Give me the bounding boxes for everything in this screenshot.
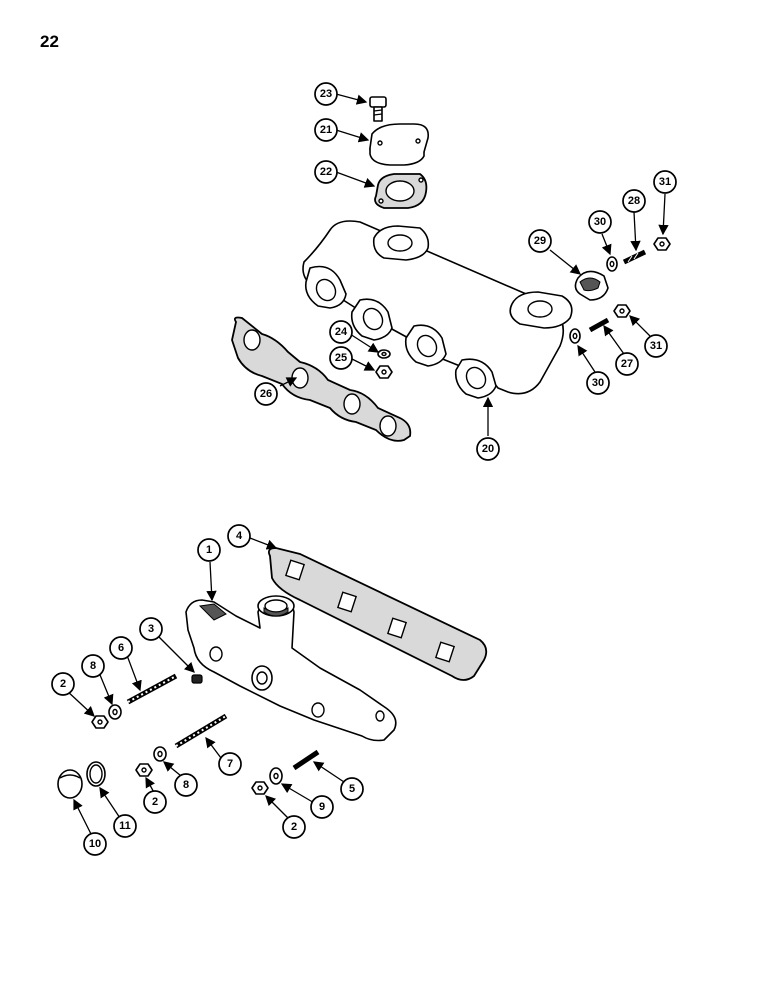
svg-text:29: 29 — [534, 235, 546, 247]
svg-text:27: 27 — [621, 358, 633, 370]
callout-20: 20 — [476, 437, 500, 461]
page-number: 22 — [40, 32, 59, 51]
svg-text:22: 22 — [320, 166, 332, 178]
svg-text:2: 2 — [152, 796, 158, 808]
svg-text:20: 20 — [482, 443, 494, 455]
callout-10: 10 — [83, 832, 107, 856]
callout-4: 4 — [227, 524, 251, 548]
ring-part-11 — [86, 761, 106, 787]
cap-part-10 — [57, 769, 83, 799]
nut-part-2-right — [251, 781, 269, 795]
svg-text:23: 23 — [320, 88, 332, 100]
callout-2-center: 2 — [143, 790, 167, 814]
svg-text:5: 5 — [349, 783, 355, 795]
washer-part-8-left — [108, 704, 122, 720]
callout-9: 9 — [310, 795, 334, 819]
flange-gasket-part-22 — [374, 173, 428, 209]
svg-text:9: 9 — [319, 801, 325, 813]
callout-22: 22 — [314, 160, 338, 184]
callout-2-left: 2 — [51, 672, 75, 696]
plug-part-3 — [191, 674, 203, 684]
stud-part-28 — [622, 249, 647, 265]
nut-part-31-upper — [653, 237, 671, 251]
exhaust-manifold-part-20 — [302, 220, 573, 399]
svg-text:3: 3 — [148, 623, 154, 635]
stud-part-7 — [174, 713, 228, 749]
svg-text:25: 25 — [335, 352, 347, 364]
callout-7: 7 — [218, 752, 242, 776]
callout-29: 29 — [528, 229, 552, 253]
callout-2-right: 2 — [282, 815, 306, 839]
callout-6: 6 — [109, 636, 133, 660]
svg-text:6: 6 — [118, 642, 124, 654]
svg-text:11: 11 — [119, 820, 131, 832]
callout-25: 25 — [329, 346, 353, 370]
nut-part-2-center — [135, 763, 153, 777]
manifold-gasket-part-4 — [267, 547, 488, 681]
callout-5: 5 — [340, 777, 364, 801]
svg-text:24: 24 — [335, 326, 348, 338]
svg-text:26: 26 — [260, 388, 272, 400]
svg-text:2: 2 — [291, 821, 297, 833]
callout-26: 26 — [254, 382, 278, 406]
bolt-part-23 — [369, 96, 387, 122]
callout-3: 3 — [139, 617, 163, 641]
svg-text:21: 21 — [320, 124, 332, 136]
callout-21: 21 — [314, 118, 338, 142]
washer-part-8-center — [153, 746, 167, 762]
callout-30-upper: 30 — [588, 210, 612, 234]
svg-text:7: 7 — [227, 758, 233, 770]
washer-part-30-lower — [569, 328, 581, 344]
washer-part-30-upper — [606, 256, 618, 272]
cover-plate-part-21 — [369, 123, 430, 166]
callout-24: 24 — [329, 320, 353, 344]
svg-text:8: 8 — [183, 779, 189, 791]
svg-text:1: 1 — [206, 544, 212, 556]
svg-text:10: 10 — [89, 838, 101, 850]
stud-part-6 — [126, 673, 178, 705]
svg-text:31: 31 — [650, 340, 662, 352]
callout-11: 11 — [113, 814, 137, 838]
nut-part-2-left — [91, 715, 109, 729]
plate-part-29 — [574, 270, 609, 301]
callout-8-center: 8 — [174, 773, 198, 797]
svg-text:4: 4 — [236, 530, 243, 542]
stud-part-27 — [588, 317, 610, 333]
callout-31-upper: 31 — [653, 170, 677, 194]
washer-part-24 — [377, 349, 391, 359]
svg-text:2: 2 — [60, 678, 66, 690]
intake-manifold-part-1 — [185, 595, 397, 742]
nut-part-25 — [375, 365, 393, 379]
svg-text:8: 8 — [90, 660, 96, 672]
svg-text:30: 30 — [592, 377, 604, 389]
callout-27: 27 — [615, 352, 639, 376]
svg-text:28: 28 — [628, 195, 640, 207]
svg-text:31: 31 — [659, 176, 671, 188]
nut-part-31-lower — [613, 304, 631, 318]
callout-30-lower: 30 — [586, 371, 610, 395]
callout-8-left: 8 — [81, 654, 105, 678]
stud-part-5 — [292, 749, 320, 771]
callout-23: 23 — [314, 82, 338, 106]
callout-1: 1 — [197, 538, 221, 562]
callout-28: 28 — [622, 189, 646, 213]
callout-31-lower: 31 — [644, 334, 668, 358]
washer-part-9 — [269, 767, 283, 785]
svg-text:30: 30 — [594, 216, 606, 228]
